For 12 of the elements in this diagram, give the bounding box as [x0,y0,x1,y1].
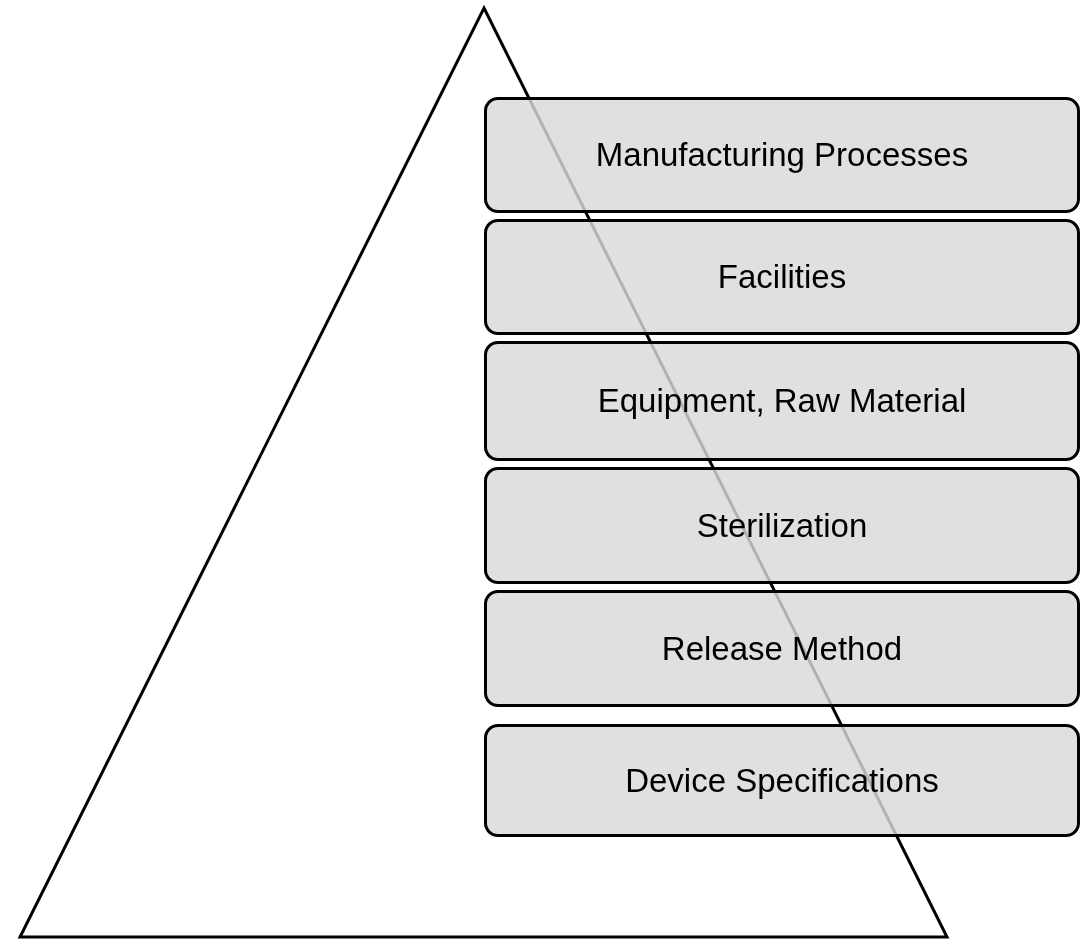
process-box [484,590,1080,707]
process-box [484,467,1080,584]
box-label: Facilities [717,258,847,296]
process-box [484,341,1080,461]
process-box [484,97,1080,213]
box-label: Device Specifications [625,761,939,800]
process-box [484,219,1080,335]
box-label: Manufacturing Processes [595,136,969,174]
process-box [484,724,1080,837]
box-label: Sterilization [696,506,868,545]
box-label: Equipment, Raw Material [597,382,967,420]
box-label: Release Method [661,629,903,668]
